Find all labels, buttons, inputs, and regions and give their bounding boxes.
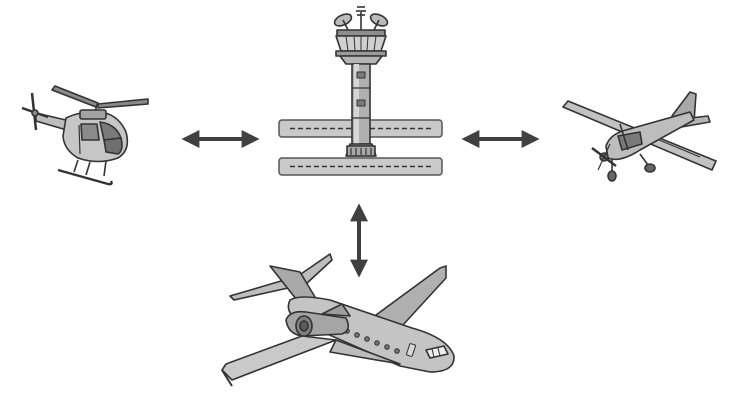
helicopter-icon (21, 85, 149, 186)
business-jet-icon (221, 253, 455, 387)
runway-bottom (278, 157, 443, 176)
light-plane-icon (562, 91, 717, 182)
control-tower-icon (333, 6, 389, 157)
